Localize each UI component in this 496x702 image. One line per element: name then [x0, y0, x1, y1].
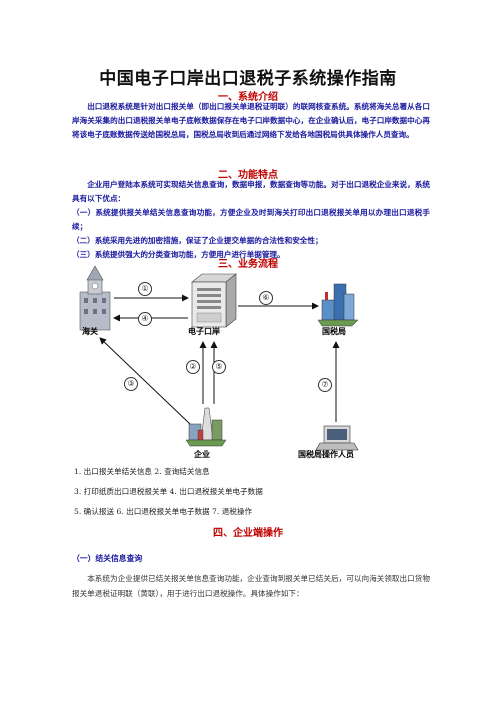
clearance-query-body: 本系统为企业提供已结关报关单信息查询功能，企业查询到报关单已结关后，可以向海关领…: [72, 574, 430, 598]
enterprise-building-icon: [185, 407, 227, 447]
step-marker-1: ①: [138, 282, 152, 296]
feature-item-1: （一）系统提供报关单结关信息查询功能，方便企业及时到海关打印出口退税报关单用以办…: [72, 208, 430, 231]
workstation-icon: [315, 425, 359, 451]
page-title: 中国电子口岸出口退税子系统操作指南: [99, 69, 397, 89]
section-heading-enterprise-ops: 四、企业端操作: [213, 528, 283, 539]
step-marker-3: ③: [124, 377, 138, 391]
step-marker-7: ⑦: [318, 378, 332, 392]
tax-bureau-building-icon: [317, 283, 359, 327]
legend-line-2: 3. 打印纸质出口退税报关单 4. 出口退税报关单电子数据: [74, 487, 263, 496]
legend-line-1: 1. 出口报关单结关信息 2. 查询结关信息: [74, 467, 210, 476]
section-heading-intro: 一、系统介绍: [218, 92, 278, 103]
node-label-tax-staff: 国税局操作人员: [298, 450, 354, 459]
subsection-heading-clearance-query: （一）结关信息查询: [72, 554, 143, 563]
customs-building-icon: [79, 265, 111, 331]
feature-item-2: （二）系统采用先进的加密措施，保证了企业提交单据的合法性和安全性；: [72, 236, 323, 245]
features-block: 企业用户登陆本系统可实现结关信息查询，数据申报，数据查询等功能。对于出口退税企业…: [72, 178, 430, 262]
section-heading-flow: 三、业务流程: [218, 259, 278, 270]
node-label-tax-bureau: 国税局: [322, 327, 346, 336]
step-marker-4: ④: [138, 312, 152, 326]
server-icon: [191, 273, 237, 328]
intro-text: 出口退税系统是针对出口报关单（即出口报关单退税证明联）的联网核查系统。系统将海关…: [72, 102, 430, 139]
feature-item-3: （三）系统提供强大的分类查询功能，方便用户进行单据管理。: [72, 250, 285, 259]
flow-arrow-3: [99, 337, 191, 425]
step-marker-5: ⑤: [212, 360, 226, 374]
legend-line-3: 5. 确认报送 6. 出口退税报关单电子数据 7. 退税操作: [74, 507, 253, 516]
features-lead: 企业用户登陆本系统可实现结关信息查询，数据申报，数据查询等功能。对于出口退税企业…: [72, 180, 430, 203]
node-label-customs: 海关: [82, 327, 98, 336]
step-marker-6: ⑥: [259, 291, 273, 305]
step-marker-2: ②: [186, 360, 200, 374]
node-label-port: 电子口岸: [188, 327, 220, 336]
intro-paragraph: 出口退税系统是针对出口报关单（即出口报关单退税证明联）的联网核查系统。系统将海关…: [72, 100, 430, 142]
section-heading-features: 二、功能特点: [218, 170, 278, 181]
node-label-enterprise: 企业: [194, 450, 210, 459]
